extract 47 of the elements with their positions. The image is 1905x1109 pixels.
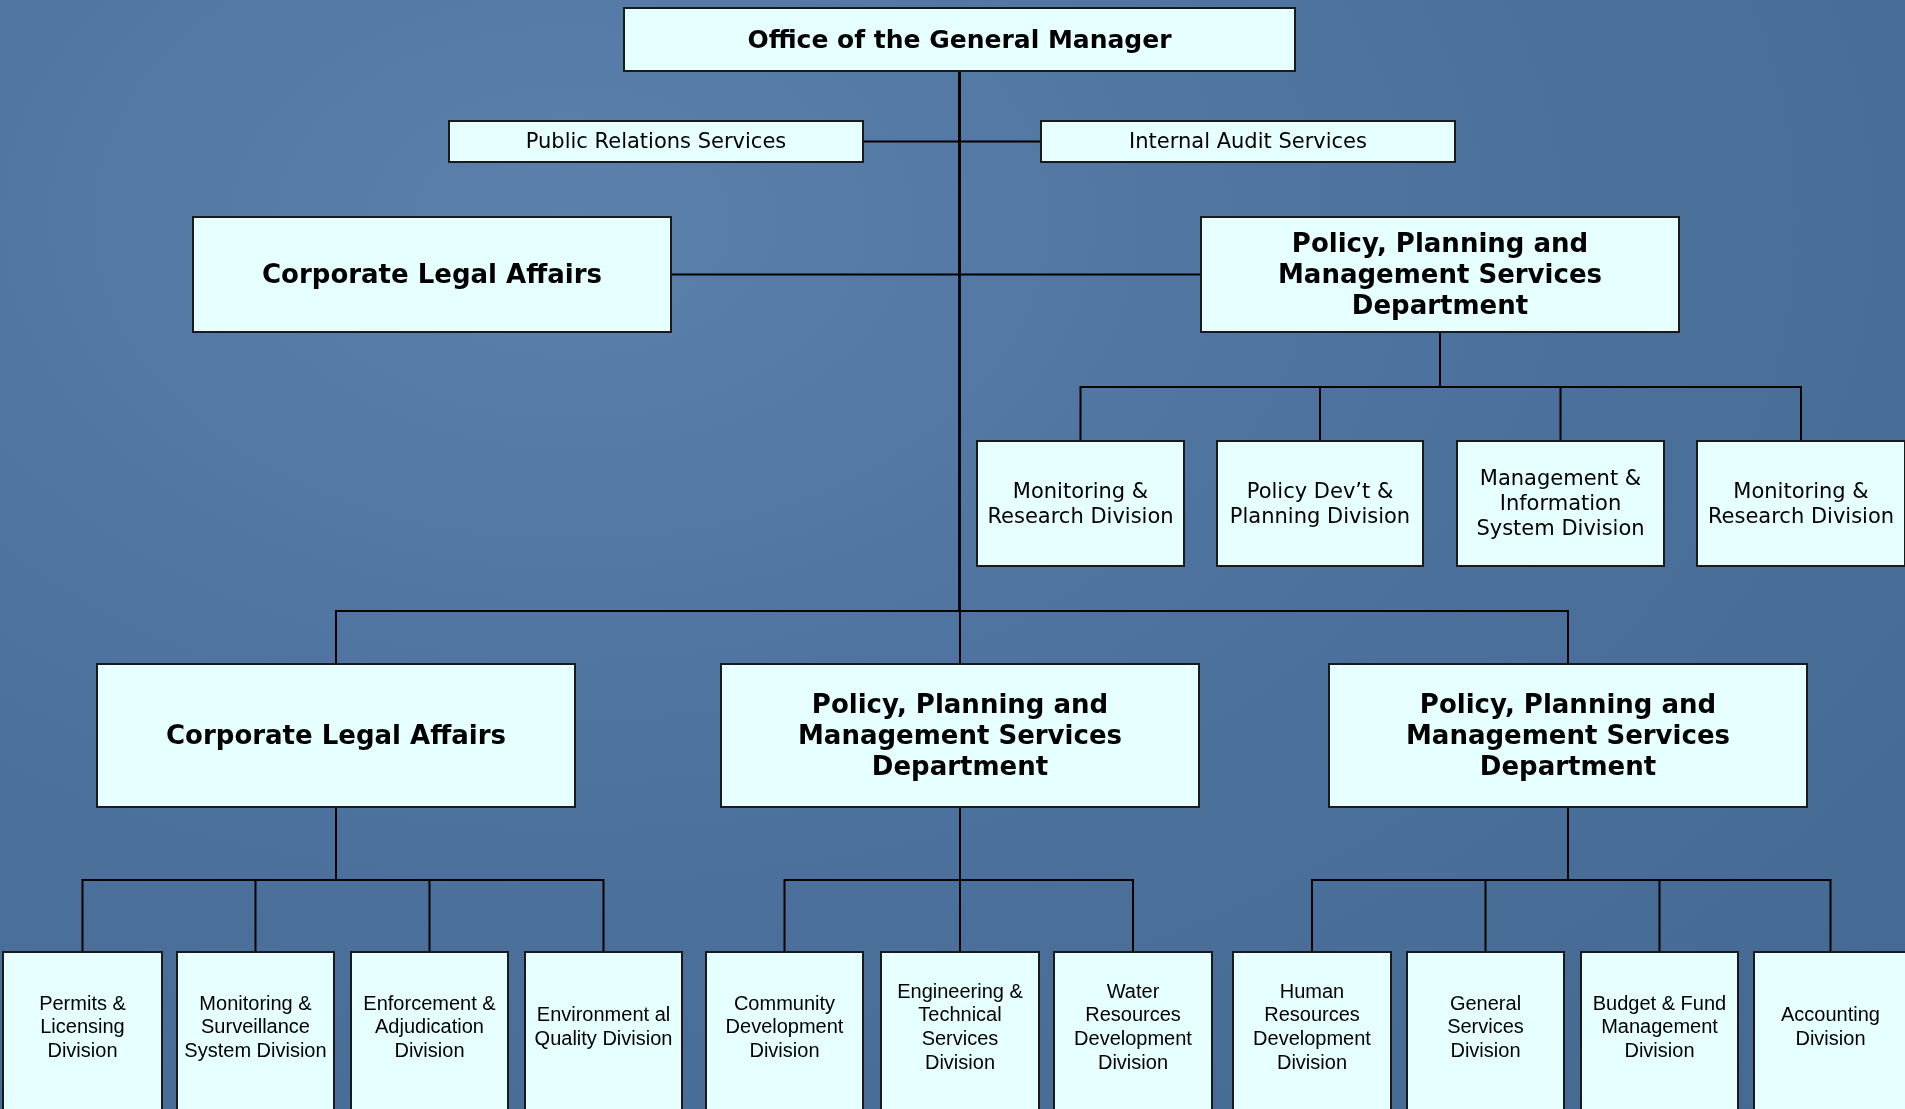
division-box: [705, 951, 864, 1109]
division-box: [2, 951, 163, 1109]
box-label: Corporate Legal Affairs: [166, 720, 506, 751]
division-box: [880, 951, 1040, 1109]
box-label: Monitoring & Surveillance System Division: [184, 991, 327, 1063]
division-box: [976, 440, 1185, 567]
box-label: Engineering & Technical Services Division: [896, 979, 1024, 1075]
service-box: [448, 120, 864, 163]
box-label: Accounting Division: [1780, 1003, 1881, 1051]
box-label: Corporate Legal Affairs: [262, 259, 602, 290]
division-box: [1456, 440, 1665, 567]
department-box: [1200, 216, 1680, 333]
box-label: Monitoring & Research Division: [1706, 478, 1896, 529]
division-box: [350, 951, 509, 1109]
division-box: [1580, 951, 1739, 1109]
box-label: Budget & Fund Management Division: [1591, 991, 1728, 1063]
box-label: Management & Information System Division: [1475, 466, 1646, 541]
division-box: [1696, 440, 1905, 567]
department-box: [720, 663, 1200, 808]
box-label: Monitoring & Research Division: [986, 478, 1175, 529]
box-label: Water Resources Development Division: [1073, 979, 1193, 1075]
box-label: General Services Division: [1446, 991, 1525, 1063]
division-box: [176, 951, 335, 1109]
box-label: Enforcement & Adjudication Division: [362, 991, 497, 1063]
box-label: Policy Dev’t & Planning Division: [1228, 478, 1412, 529]
box-label: Community Development Division: [724, 991, 845, 1063]
division-box: [1406, 951, 1565, 1109]
division-box: [1216, 440, 1424, 567]
box-label: Human Resources Development Division: [1252, 979, 1372, 1075]
division-box: [1053, 951, 1213, 1109]
department-box: [1328, 663, 1808, 808]
department-box: [192, 216, 672, 333]
service-box: [1040, 120, 1456, 163]
box-label: Policy, Planning and Management Services Department: [797, 689, 1123, 782]
box-label: Permits & Licensing Division: [38, 991, 127, 1063]
box-label: Environment al Quality Division: [533, 1003, 674, 1051]
box-label: Public Relations Services: [525, 129, 787, 154]
connector-line: [959, 807, 1134, 952]
office-box: [623, 7, 1296, 72]
box-label: Office of the General Manager: [747, 24, 1172, 55]
division-box: [1232, 951, 1392, 1109]
division-box: [524, 951, 683, 1109]
box-label: Internal Audit Services: [1129, 129, 1367, 154]
division-box: [1753, 951, 1905, 1109]
box-label: Policy, Planning and Management Services Department: [1405, 689, 1731, 782]
department-box: [96, 663, 576, 808]
box-label: Policy, Planning and Management Services Department: [1277, 228, 1603, 321]
